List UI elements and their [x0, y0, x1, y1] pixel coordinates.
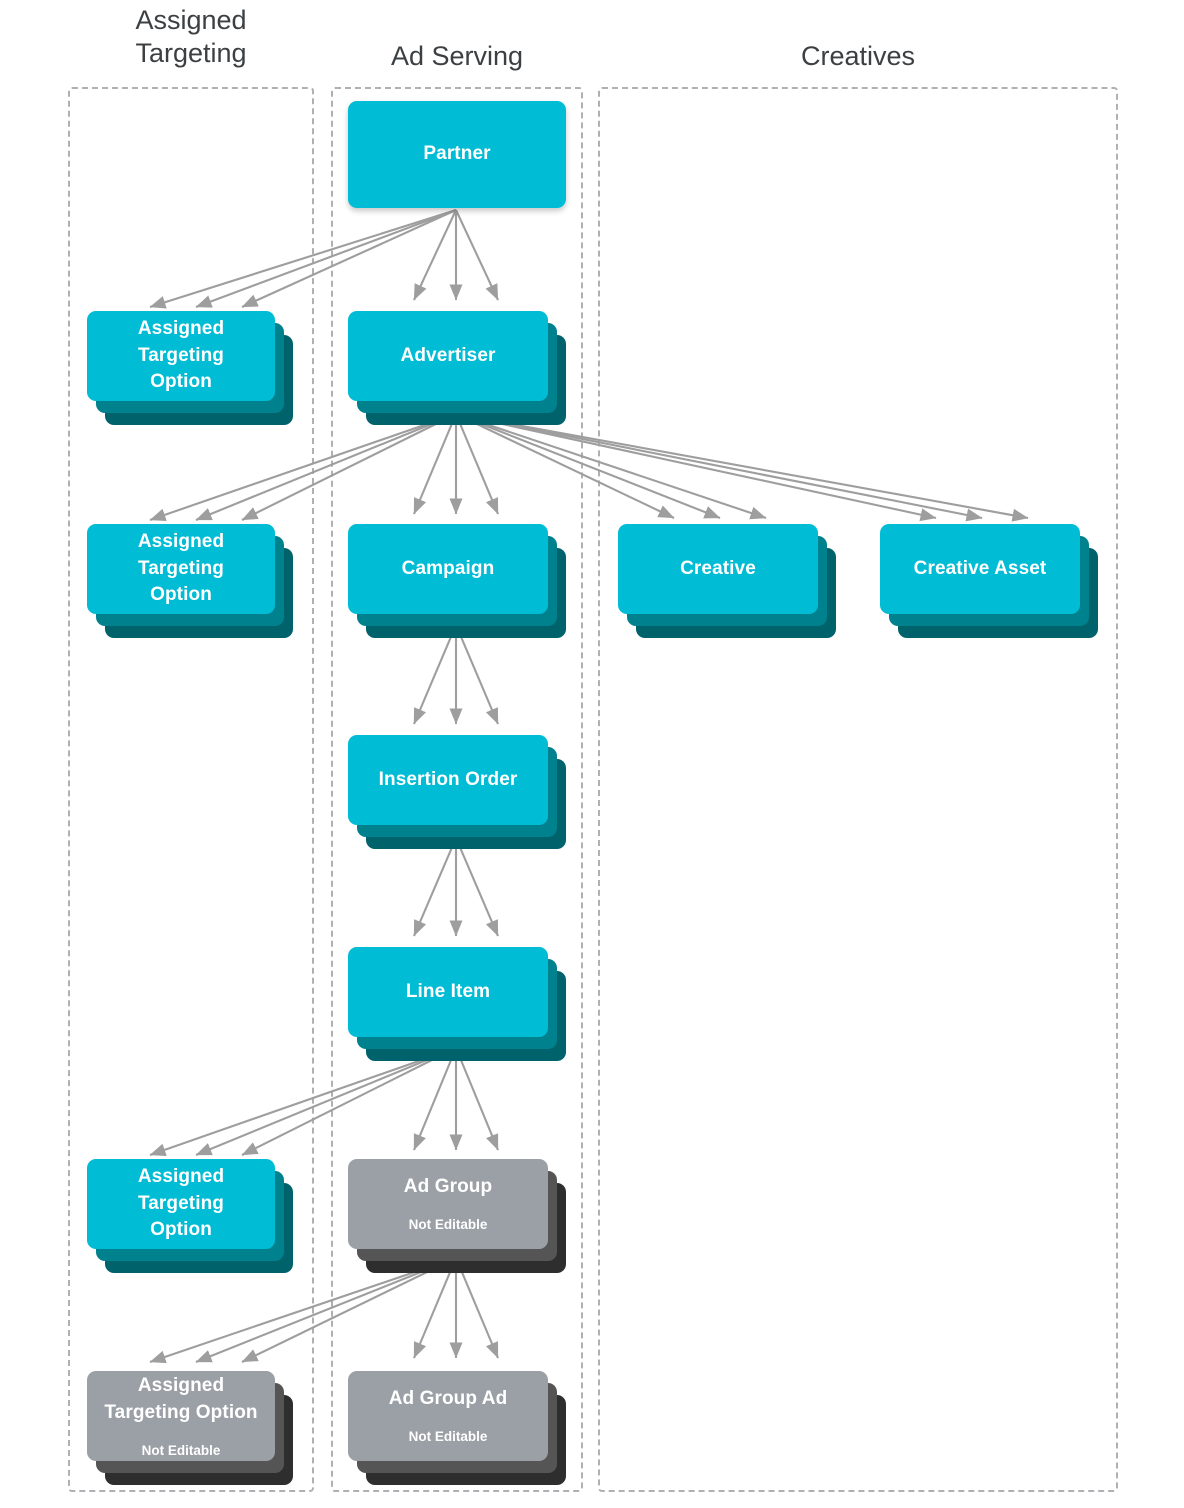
node-ad-group[interactable]: Ad Group Not Editable	[348, 1159, 566, 1273]
node-label: Partner	[423, 143, 491, 165]
node-card-front	[618, 524, 818, 614]
node-not-editable-badge: Not Editable	[408, 1217, 488, 1233]
node-label: Creative Asset	[913, 557, 1047, 579]
node-card-front	[348, 735, 548, 825]
node-card-front	[87, 311, 275, 401]
node-card-front	[348, 947, 548, 1037]
node-label-line-3: Option	[150, 1219, 212, 1241]
node-label: Creative	[680, 557, 756, 579]
node-not-editable-badge: Not Editable	[141, 1442, 221, 1458]
lane-assigned-targeting	[68, 87, 314, 1492]
node-assigned-targeting-option-partner[interactable]: Assigned Targeting Option	[87, 311, 293, 425]
node-card-front	[348, 101, 566, 208]
node-creative[interactable]: Creative	[618, 524, 836, 638]
node-line-item[interactable]: Line Item	[348, 947, 566, 1061]
node-advertiser[interactable]: Advertiser	[348, 311, 566, 425]
node-label-line-2: Targeting	[137, 344, 225, 366]
node-label: Campaign	[401, 557, 495, 579]
node-label-line-1: Assigned	[137, 1165, 225, 1187]
column-header-label: Creatives	[800, 41, 916, 71]
node-card-front	[880, 524, 1080, 614]
node-label: Ad Group	[403, 1176, 493, 1198]
lane-ad-serving	[331, 87, 583, 1492]
node-label: Advertiser	[400, 344, 496, 366]
node-label-line-1: Assigned	[137, 317, 225, 339]
node-not-editable-badge: Not Editable	[408, 1429, 488, 1445]
node-label-line-1: Assigned	[137, 1374, 225, 1396]
node-assigned-targeting-option-advertiser[interactable]: Assigned Targeting Option	[87, 524, 293, 638]
node-label: Insertion Order	[378, 768, 518, 790]
node-card-front	[87, 524, 275, 614]
node-assigned-targeting-option-ad-group[interactable]: Assigned Targeting Option Not Editable	[87, 1371, 293, 1485]
node-label-line-1: Assigned	[137, 530, 225, 552]
lane-creatives	[598, 87, 1118, 1492]
column-header-line-1: Assigned	[135, 5, 247, 35]
node-label-line-3: Option	[150, 584, 212, 606]
node-assigned-targeting-option-line-item[interactable]: Assigned Targeting Option	[87, 1159, 293, 1273]
column-header-creatives: Creatives	[598, 40, 1118, 73]
node-card-front	[348, 311, 548, 401]
column-header-label: Ad Serving	[390, 41, 524, 71]
node-label-line-3: Option	[150, 371, 212, 393]
node-insertion-order[interactable]: Insertion Order	[348, 735, 566, 849]
column-header-assigned-targeting: Assigned Targeting	[68, 4, 314, 70]
node-card-front	[348, 1159, 548, 1249]
node-ad-group-ad[interactable]: Ad Group Ad Not Editable	[348, 1371, 566, 1485]
column-header-ad-serving: Ad Serving	[331, 40, 583, 73]
column-header-line-2: Targeting	[135, 37, 247, 68]
node-campaign[interactable]: Campaign	[348, 524, 566, 638]
node-card-front	[87, 1371, 275, 1461]
node-card-front	[348, 1371, 548, 1461]
node-partner[interactable]: Partner	[348, 101, 566, 208]
node-label: Ad Group Ad	[388, 1388, 508, 1410]
node-label: Line Item	[405, 980, 491, 1002]
node-card-front	[87, 1159, 275, 1249]
node-label-line-2: Targeting Option	[104, 1401, 258, 1423]
node-label-line-2: Targeting	[137, 557, 225, 579]
node-label-line-2: Targeting	[137, 1192, 225, 1214]
node-card-front	[348, 524, 548, 614]
node-creative-asset[interactable]: Creative Asset	[880, 524, 1098, 638]
